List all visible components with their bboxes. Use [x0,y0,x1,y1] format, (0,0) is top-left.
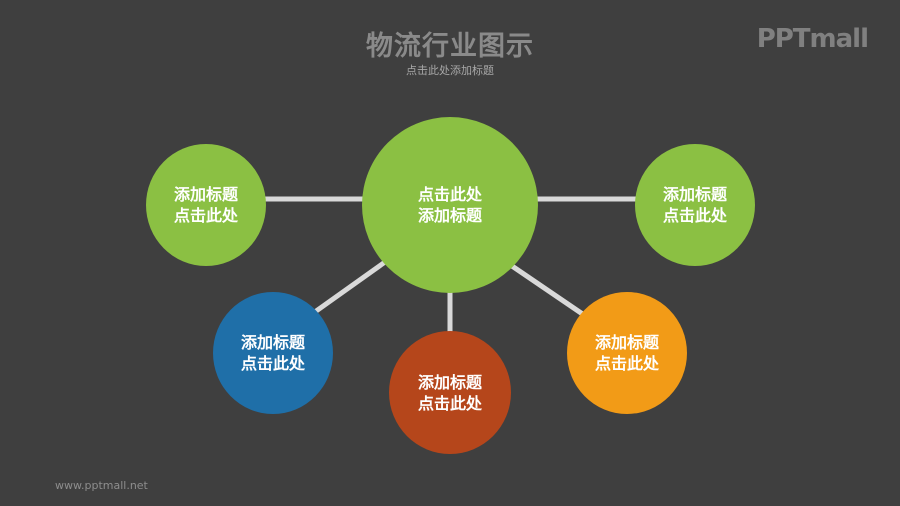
node-line1: 添加标题 [240,333,305,352]
node-right[interactable]: 添加标题 点击此处 [635,144,755,266]
page-subtitle: 点击此处添加标题 [406,64,494,77]
page-title: 物流行业图示 [366,31,534,62]
node-bottom[interactable]: 添加标题 点击此处 [389,331,511,454]
center-node[interactable]: 点击此处 添加标题 [362,117,538,293]
node-line2: 点击此处 [594,354,659,373]
node-lower-right[interactable]: 添加标题 点击此处 [567,292,687,414]
node-left[interactable]: 添加标题 点击此处 [146,144,266,266]
center-node-line2: 添加标题 [417,206,482,225]
node-line1: 添加标题 [417,372,482,392]
connector-lower-left [310,259,387,317]
node-lower-left[interactable]: 添加标题 点击此处 [213,292,333,414]
node-line1: 添加标题 [662,185,727,204]
footer-url: www.pptmall.net [55,479,148,492]
node-line2: 点击此处 [173,206,238,225]
node-line2: 点击此处 [417,393,482,413]
node-line1: 添加标题 [173,185,238,204]
connector-lower-right [510,263,586,318]
node-line1: 添加标题 [594,333,659,352]
node-line2: 点击此处 [662,206,727,225]
center-node-line1: 点击此处 [417,185,482,204]
node-line2: 点击此处 [240,354,305,373]
logo: PPTmall [756,24,869,54]
